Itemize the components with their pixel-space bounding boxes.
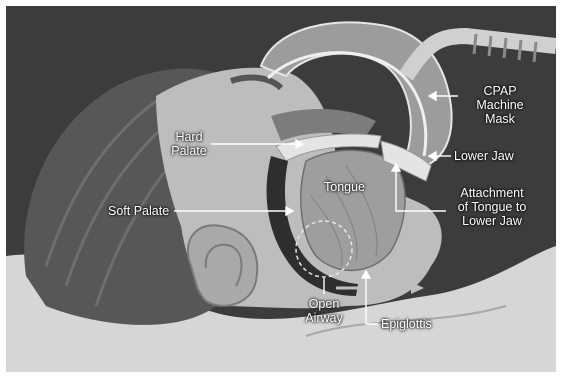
- label-hard-palate: Hard Palate: [166, 130, 212, 158]
- label-lower-jaw: Lower Jaw: [454, 149, 514, 163]
- illustration-frame: CPAP Machine Mask Hard Palate Lower Jaw …: [6, 6, 556, 372]
- label-soft-palate-text: Soft Palate: [108, 204, 169, 218]
- label-attachment-line-1: Attachment: [448, 186, 536, 200]
- label-hard-palate-line-2: Palate: [166, 144, 212, 158]
- tongue-shape: [301, 150, 405, 270]
- label-cpap-machine-mask: CPAP Machine Mask: [464, 84, 536, 126]
- label-epiglottis-text: Epiglottis: [381, 317, 432, 331]
- label-attachment-line-2: of Tongue to: [448, 200, 536, 214]
- label-cpap-line-3: Mask: [464, 112, 536, 126]
- label-attachment-line-3: Lower Jaw: [448, 214, 536, 228]
- label-cpap-line-2: Machine: [464, 98, 536, 112]
- label-tongue-text: Tongue: [324, 180, 365, 194]
- label-soft-palate: Soft Palate: [108, 204, 169, 218]
- label-tongue: Tongue: [324, 180, 365, 194]
- label-hard-palate-line-1: Hard: [166, 130, 212, 144]
- label-open-airway-line-2: Airway: [296, 311, 352, 325]
- label-lower-jaw-text: Lower Jaw: [454, 149, 514, 163]
- label-epiglottis: Epiglottis: [381, 317, 432, 331]
- label-attachment-tongue-lower-jaw: Attachment of Tongue to Lower Jaw: [448, 186, 536, 228]
- label-open-airway: Open Airway: [296, 297, 352, 325]
- label-cpap-line-1: CPAP: [464, 84, 536, 98]
- label-open-airway-line-1: Open: [296, 297, 352, 311]
